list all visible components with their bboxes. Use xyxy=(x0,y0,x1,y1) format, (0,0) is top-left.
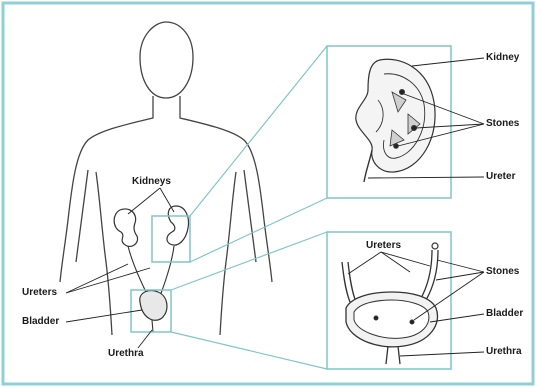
left-torso xyxy=(96,172,112,335)
right-torso xyxy=(220,172,236,335)
kidney-stone-1 xyxy=(400,90,405,95)
body-ureters xyxy=(128,246,174,296)
left-shoulder-arm xyxy=(60,96,153,282)
label-kidneys: Kidneys xyxy=(132,176,171,188)
label-ureters-inset: Ureters xyxy=(366,240,401,252)
label-ureters-left: Ureters xyxy=(22,287,57,299)
left-kidney-small xyxy=(114,209,137,246)
kidney-stone-2 xyxy=(412,126,417,131)
label-stones-bottom: Stones xyxy=(486,266,519,278)
right-shoulder-arm xyxy=(180,96,272,282)
label-urethra-right: Urethra xyxy=(486,346,522,358)
label-kidney: Kidney xyxy=(486,52,519,64)
right-inner-arm xyxy=(244,170,256,262)
label-bladder-left: Bladder xyxy=(22,316,59,328)
right-kidney-small xyxy=(167,206,189,245)
head-outline xyxy=(140,22,193,98)
outer-frame xyxy=(3,3,533,384)
label-urethra-left: Urethra xyxy=(108,348,144,360)
left-inner-arm xyxy=(76,170,88,262)
bladder-small xyxy=(140,290,167,320)
left-body-ureter xyxy=(128,246,148,296)
label-bladder-right: Bladder xyxy=(486,308,523,320)
label-stones-top: Stones xyxy=(486,118,519,130)
label-ureter: Ureter xyxy=(486,171,515,183)
right-body-ureter xyxy=(160,246,174,296)
kidney-stone-3 xyxy=(394,144,398,148)
